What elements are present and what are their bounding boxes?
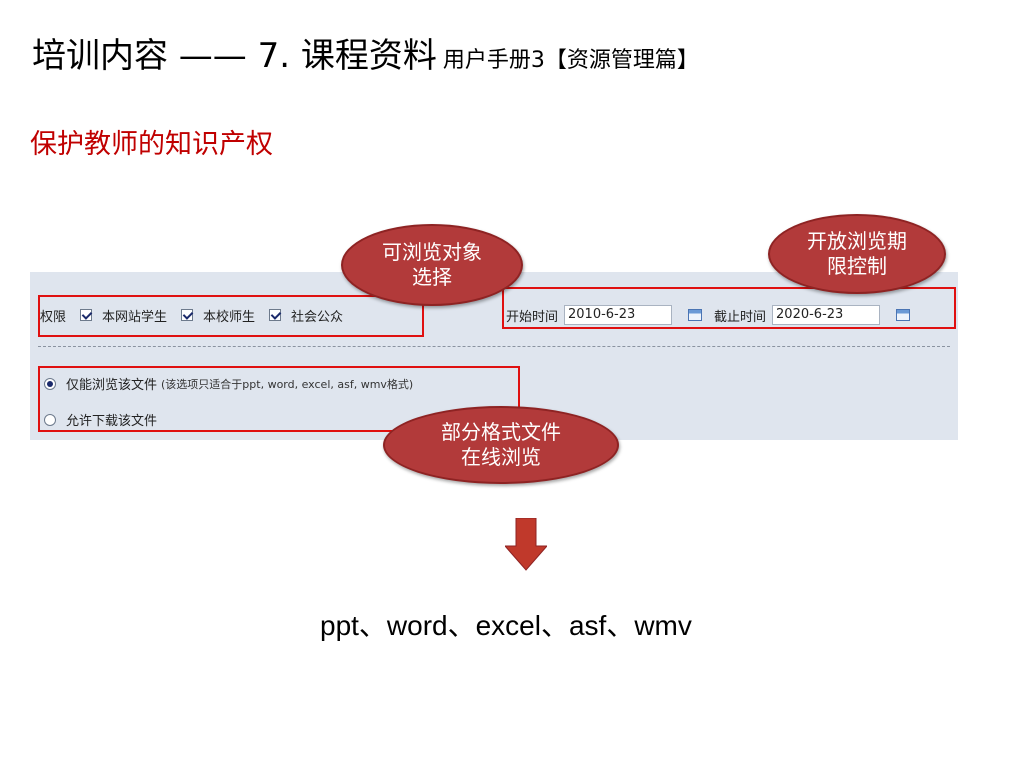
checkbox-students[interactable] [80, 309, 93, 321]
permission-row: 权限 本网站学生 本校师生 社会公众 [40, 305, 343, 325]
slide-title-sub: 用户手册3【资源管理篇】 [442, 48, 699, 73]
end-date-input[interactable]: 2020-6-23 [772, 305, 881, 325]
down-arrow-icon [505, 518, 547, 571]
option-browse-only-note: (该选项只适合于ppt, word, excel, asf, wmv格式) [161, 377, 414, 391]
checkbox-teachers[interactable] [181, 309, 194, 321]
radio-allow-download[interactable] [44, 413, 56, 426]
slide-title-main: 培训内容 —— 7. 课程资料 [32, 36, 437, 76]
checkbox-public-label: 社会公众 [291, 309, 344, 325]
option-allow-download[interactable]: 允许下载该文件 [44, 410, 157, 429]
checkbox-public[interactable] [269, 309, 282, 321]
callout-browse-select: 可浏览对象选择 [341, 224, 523, 306]
end-calendar-icon[interactable] [896, 309, 911, 321]
start-time-label: 开始时间 [506, 309, 559, 325]
option-browse-only[interactable]: 仅能浏览该文件 (该选项只适合于ppt, word, excel, asf, w… [44, 374, 413, 393]
supported-formats: ppt、word、excel、asf、wmv [320, 610, 692, 641]
option-allow-download-label: 允许下载该文件 [66, 414, 158, 429]
highlight-time-box [502, 287, 956, 329]
permission-label: 权限 [40, 309, 67, 325]
end-time-label: 截止时间 [714, 309, 767, 325]
slide-subtitle: 保护教师的知识产权 [30, 129, 273, 160]
callout-partial-formats: 部分格式文件在线浏览 [383, 406, 619, 484]
start-date-input[interactable]: 2010-6-23 [564, 305, 673, 325]
dashed-divider [38, 346, 950, 347]
time-row: 开始时间 2010-6-23 截止时间 2020-6-23 [506, 303, 922, 327]
radio-browse-only[interactable] [44, 377, 56, 390]
highlight-options-box [38, 366, 520, 432]
start-calendar-icon[interactable] [688, 309, 703, 321]
checkbox-students-label: 本网站学生 [102, 309, 168, 325]
callout-open-period: 开放浏览期限控制 [768, 214, 946, 294]
option-browse-only-label: 仅能浏览该文件 [66, 378, 158, 393]
checkbox-teachers-label: 本校师生 [203, 309, 256, 325]
slide-title: 培训内容 —— 7. 课程资料用户手册3【资源管理篇】 [32, 28, 699, 77]
highlight-permission-box [38, 295, 424, 337]
